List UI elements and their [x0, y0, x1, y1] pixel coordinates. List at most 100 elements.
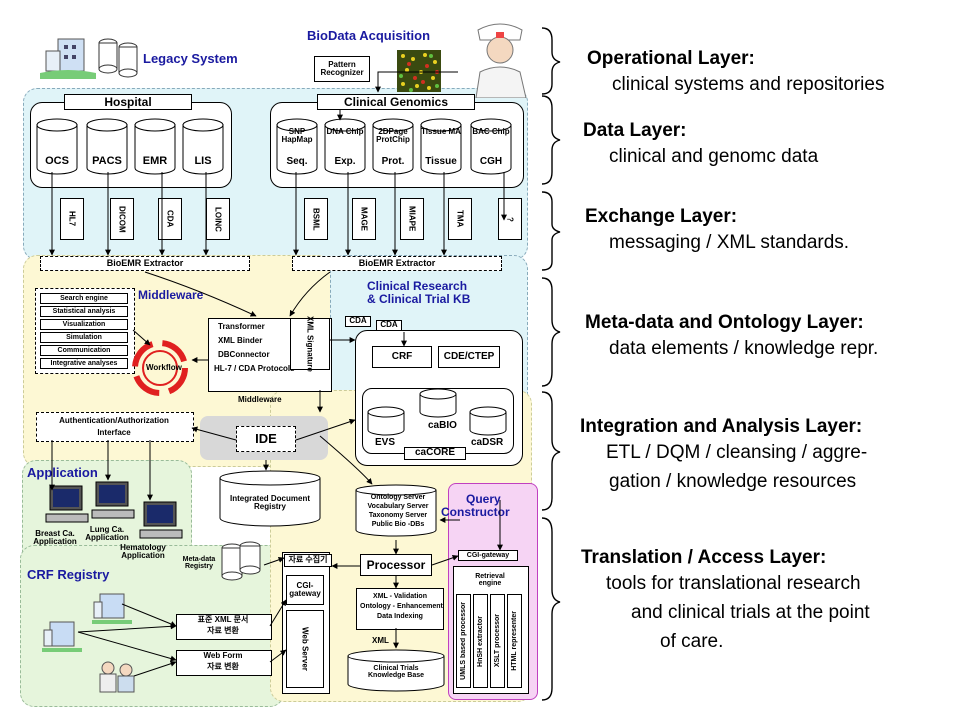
- layer-description-line: tools for translational research: [606, 573, 861, 594]
- genomics-db-bottom: Exp.: [334, 156, 356, 167]
- middleware-title: Middleware: [138, 288, 204, 302]
- genomics-db-icon: [276, 118, 318, 175]
- query-constructor-title-1: Query: [466, 492, 501, 506]
- exchange-standard-box: LOINC: [206, 198, 230, 240]
- app-breast: Breast Ca. Application: [33, 528, 77, 546]
- middleware-tool-item: Communication: [40, 345, 128, 356]
- hospital-db-pacs-icon: [86, 118, 128, 175]
- exchange-standard-box: DICOM: [110, 198, 134, 240]
- genomics-title: Clinical Genomics: [317, 94, 475, 110]
- xml-signature-box: XML Signature: [290, 316, 330, 372]
- middleware-component: DBConnector: [218, 350, 270, 359]
- genomics-db-icon: [470, 118, 512, 175]
- workflow-icon: [132, 340, 188, 396]
- layer-description-line: clinical and genomc data: [609, 146, 819, 167]
- layer-description-line: messaging / XML standards.: [609, 232, 850, 253]
- cgi-gateway-1: CGI-gateway: [286, 575, 324, 605]
- hospital-db-lis-icon: [182, 118, 224, 175]
- layer-description-line: ETL / DQM / cleansing / aggre-: [606, 442, 868, 463]
- xml-signature-label: XML Signature: [305, 316, 315, 372]
- app-lung: Lung Ca. Application: [85, 524, 129, 542]
- exchange-standard-box: HL7: [60, 198, 84, 240]
- exchange-standard-label: LOINC: [213, 206, 223, 232]
- genomics-db-top: BAC Chip: [472, 127, 510, 136]
- app-hematology: Hematology Application: [120, 542, 166, 560]
- layer-description-line: gation / knowledge resources: [609, 471, 857, 492]
- ide-box: IDE: [236, 426, 296, 452]
- middleware-tool-item: Visualization: [40, 319, 128, 330]
- connector-arrows: [49, 71, 507, 677]
- crf-registry-title: CRF Registry: [27, 567, 110, 582]
- query-constructor-title-2: Constructor: [441, 505, 510, 519]
- exchange-standard-label: TMA: [455, 210, 465, 228]
- workflow-label: Workflow: [146, 363, 182, 372]
- genomics-db-icon: [372, 118, 414, 175]
- ontology-server-icon: [355, 484, 437, 537]
- retrieval-processor-box: UMLS based processor: [456, 594, 471, 688]
- ontology-server-line: Ontology Server: [370, 494, 426, 501]
- web-server-label: Web Server: [300, 627, 310, 671]
- metadata-registry-label: Meta-data Registry: [182, 556, 216, 570]
- kb-title-2: & Clinical Trial KB: [367, 292, 471, 306]
- processor-box: Processor: [360, 554, 432, 576]
- middleware-tool-item: Integrative analyses: [40, 358, 128, 369]
- metadata-registry-icon: [221, 541, 261, 581]
- hospital-db-label: PACS: [92, 155, 122, 167]
- integrated-registry-label: Integrated Document Registry: [229, 493, 310, 511]
- middleware-tool-item: Search engine: [40, 293, 128, 304]
- ontology-server-line: Vocabulary Server: [367, 503, 429, 510]
- retrieval-processor-box: HnSH extractor: [473, 594, 488, 688]
- computer-icon-3: [139, 501, 183, 539]
- exchange-standard-label: MAGE: [359, 207, 369, 231]
- kb-database-icons: [367, 388, 507, 436]
- doctor-patient-icon: [99, 661, 135, 693]
- std-xml-box: [176, 614, 272, 640]
- collector-box: 자료 수집기: [284, 554, 332, 567]
- exchange-standard-label: ?: [505, 216, 515, 222]
- ontology-server-line: Taxonomy Server: [368, 512, 428, 519]
- genomics-db-bottom: Seq.: [286, 156, 308, 167]
- layer-title: Exchange Layer:: [585, 206, 738, 227]
- validation-box: [356, 588, 444, 630]
- exchange-standard-label: MIAPE: [407, 206, 417, 232]
- genomics-db-icon: [324, 118, 366, 175]
- exchange-standard-box: MIAPE: [400, 198, 424, 240]
- legacy-system-icon: [40, 38, 138, 79]
- layer-description-line: of care.: [660, 631, 724, 652]
- exchange-standard-box: MAGE: [352, 198, 376, 240]
- middleware-tool-item: Statistical analysis: [40, 306, 128, 317]
- hospital-db-emr-icon: [134, 118, 176, 175]
- application-title: Application: [27, 465, 98, 480]
- xml-label: XML: [372, 636, 389, 645]
- cacore-box: caCORE: [404, 447, 466, 460]
- web-form-box: [176, 650, 272, 676]
- legacy-system-label: Legacy System: [143, 51, 238, 66]
- cadsr-label: caDSR: [471, 437, 504, 448]
- web-server-box: Web Server: [286, 610, 324, 688]
- hospital-db-ocs-icon: [36, 118, 78, 175]
- layer-title: Data Layer:: [583, 120, 687, 141]
- nurse-icon: [475, 23, 527, 98]
- cda-box-1: CDA: [345, 316, 371, 327]
- layer-braces: [541, 27, 561, 701]
- layer-description-line: and clinical trials at the point: [631, 602, 870, 623]
- exchange-standard-box: TMA: [448, 198, 472, 240]
- genomics-db-top: SNP HapMap: [281, 127, 313, 145]
- hospital-title-front: Hospital: [64, 94, 192, 110]
- evs-label: EVS: [375, 437, 396, 448]
- hospital-db-label: EMR: [142, 155, 168, 167]
- exchange-standard-label: BSML: [311, 207, 321, 231]
- web-form-line2: 자료 변환: [207, 662, 239, 672]
- middleware-component: XML Binder: [218, 336, 263, 345]
- middleware-component: Transformer: [218, 322, 265, 331]
- std-xml-line1: 표준 XML 문서: [197, 615, 249, 625]
- retrieval-processor-box: HTML representer: [507, 594, 522, 688]
- genomics-db-icon: [420, 118, 462, 175]
- genomics-db-top: 2DPage ProtChip: [376, 127, 410, 145]
- cde-ctep-box: CDE/CTEP: [438, 346, 500, 368]
- layer-title: Operational Layer:: [587, 48, 755, 69]
- biodata-acquisition-label: BioData Acquisition: [307, 28, 431, 43]
- genomics-db-bottom: Tissue: [425, 156, 457, 167]
- retrieval-processor-box: XSLT processor: [490, 594, 505, 688]
- hospital-db-label: LIS: [194, 155, 212, 167]
